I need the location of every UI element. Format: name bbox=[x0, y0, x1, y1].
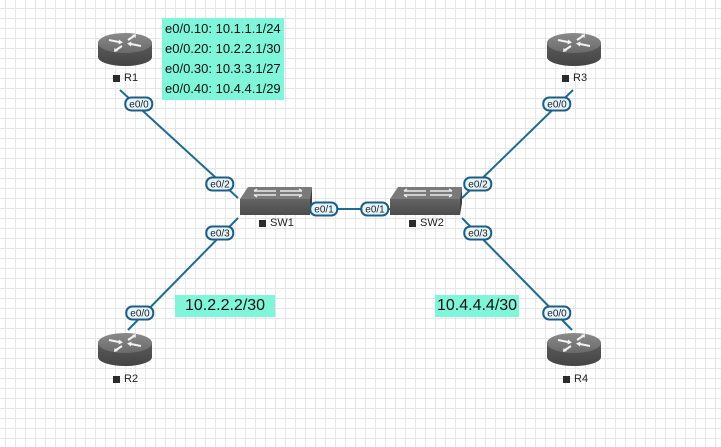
status-square-icon bbox=[563, 375, 570, 383]
node-label-sw2: SW2 bbox=[420, 217, 444, 229]
node-label-sw1: SW1 bbox=[270, 217, 294, 229]
iface-sw2-e0-2[interactable]: e0/2 bbox=[463, 176, 493, 192]
switch-icon[interactable] bbox=[239, 186, 313, 216]
status-square-icon bbox=[562, 74, 569, 82]
note-r4-ip[interactable]: 10.4.4.4/30 bbox=[435, 295, 520, 317]
node-label-r1: R1 bbox=[124, 72, 139, 84]
iface-sw1-e0-2[interactable]: e0/2 bbox=[205, 176, 235, 192]
status-square-icon bbox=[113, 74, 120, 82]
router-icon[interactable] bbox=[546, 32, 602, 67]
iface-sw1-e0-1[interactable]: e0/1 bbox=[309, 201, 339, 217]
node-r2[interactable]: R2 bbox=[113, 373, 138, 385]
iface-sw2-e0-3[interactable]: e0/3 bbox=[463, 225, 493, 241]
iface-r3-e0-0[interactable]: e0/0 bbox=[542, 96, 572, 112]
iface-r1-e0-0[interactable]: e0/0 bbox=[124, 96, 154, 112]
switch-icon[interactable] bbox=[389, 186, 463, 216]
note-line: e0/0.40: 10.4.4.1/29 bbox=[165, 81, 281, 96]
router-icon[interactable] bbox=[97, 332, 153, 367]
status-square-icon bbox=[113, 375, 120, 383]
iface-r2-e0-0[interactable]: e0/0 bbox=[125, 305, 155, 321]
node-sw1[interactable]: SW1 bbox=[259, 217, 294, 229]
router-icon[interactable] bbox=[546, 332, 602, 367]
note-r1-subinterfaces[interactable]: e0/0.10: 10.1.1.1/24 e0/0.20: 10.2.2.1/3… bbox=[162, 18, 284, 100]
note-line: e0/0.30: 10.3.3.1/27 bbox=[165, 61, 281, 76]
node-label-r4: R4 bbox=[574, 373, 589, 385]
status-square-icon bbox=[409, 219, 416, 227]
note-line: e0/0.20: 10.2.2.1/30 bbox=[165, 41, 281, 56]
node-label-r2: R2 bbox=[124, 373, 139, 385]
note-r2-ip[interactable]: 10.2.2.2/30 bbox=[175, 295, 276, 317]
note-line: e0/0.10: 10.1.1.1/24 bbox=[165, 21, 281, 36]
iface-sw2-e0-1[interactable]: e0/1 bbox=[360, 201, 390, 217]
iface-r4-e0-0[interactable]: e0/0 bbox=[542, 305, 572, 321]
router-icon[interactable] bbox=[97, 32, 153, 67]
node-r1[interactable]: R1 bbox=[113, 72, 138, 84]
iface-sw1-e0-3[interactable]: e0/3 bbox=[205, 225, 235, 241]
node-r3[interactable]: R3 bbox=[562, 72, 587, 84]
node-sw2[interactable]: SW2 bbox=[409, 217, 444, 229]
node-r4[interactable]: R4 bbox=[563, 373, 588, 385]
node-label-r3: R3 bbox=[573, 72, 588, 84]
status-square-icon bbox=[259, 219, 266, 227]
